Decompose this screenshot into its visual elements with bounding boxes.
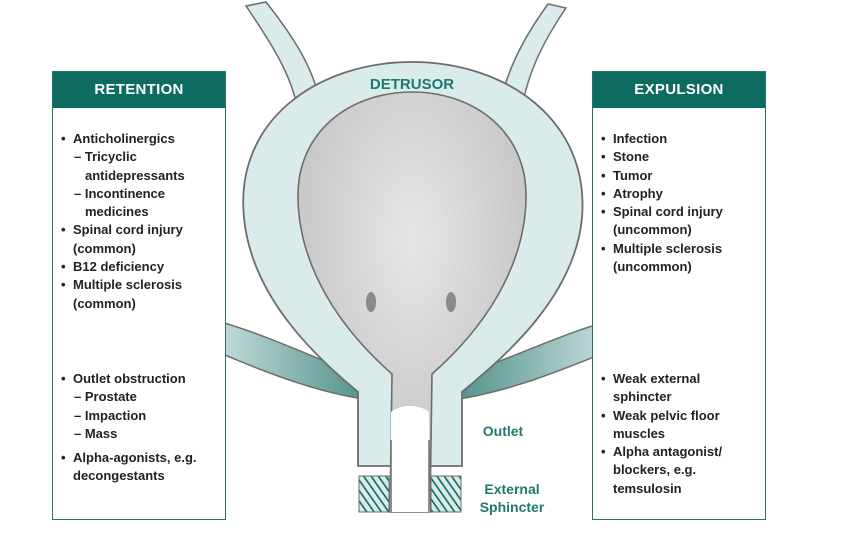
list-item: Multiple sclerosis (common) bbox=[61, 276, 221, 313]
list-item: Tumor bbox=[601, 167, 761, 186]
retention-list-obstruction: Outlet obstruction– Prostate – Impaction –… bbox=[61, 370, 221, 486]
list-item: Atrophy bbox=[601, 185, 761, 204]
list-item: – Mass bbox=[74, 425, 118, 441]
bladder-lumen bbox=[297, 91, 527, 513]
list-item: Anticholinergics bbox=[61, 130, 221, 149]
retention-list-neurologic: Anticholinergics– Tricyclic antidepressa… bbox=[61, 130, 221, 313]
list-item: – Incontinence medicines bbox=[74, 185, 166, 220]
list-item: Alpha antagonist/ blockers, e.g. temsulo… bbox=[601, 443, 761, 498]
list-item: Infection bbox=[601, 130, 761, 149]
expulsion-title: EXPULSION bbox=[593, 72, 765, 108]
list-item: Weak external sphincter bbox=[601, 370, 761, 407]
outlet-label: Outlet bbox=[482, 423, 524, 439]
left-external-sphincter bbox=[358, 475, 390, 513]
list-item: Alpha-agonists, e.g. decongestants bbox=[61, 449, 221, 486]
list-item: – Tricyclic antidepressants bbox=[74, 149, 185, 183]
external-sphincter-label: External Sphincter bbox=[479, 481, 545, 515]
list-item: Stone bbox=[601, 148, 761, 167]
right-ureteral-orifice bbox=[446, 292, 456, 312]
list-item: Multiple sclerosis (uncommon) bbox=[601, 240, 761, 277]
retention-panel: RETENTION Anticholinergics– Tricyclic an… bbox=[52, 71, 226, 520]
expulsion-list-outlet: Weak external sphincterWeak pelvic floor… bbox=[601, 370, 761, 498]
list-item: Outlet obstruction bbox=[61, 370, 221, 389]
list-item: B12 deficiency bbox=[61, 258, 221, 277]
list-item: – Prostate bbox=[74, 389, 137, 405]
expulsion-list-bladder: InfectionStoneTumorAtrophySpinal cord in… bbox=[601, 130, 761, 276]
list-item: Spinal cord injury (common) bbox=[61, 221, 221, 258]
list-item: – Impaction bbox=[74, 407, 147, 423]
right-external-sphincter bbox=[430, 475, 462, 513]
urethra bbox=[390, 406, 430, 512]
expulsion-panel: EXPULSION InfectionStoneTumorAtrophySpin… bbox=[592, 71, 766, 520]
list-item: Weak pelvic floor muscles bbox=[601, 407, 761, 444]
retention-title: RETENTION bbox=[53, 72, 225, 108]
left-ureteral-orifice bbox=[366, 292, 376, 312]
detrusor-label: DETRUSOR bbox=[369, 76, 455, 93]
list-item: Spinal cord injury (uncommon) bbox=[601, 203, 761, 240]
